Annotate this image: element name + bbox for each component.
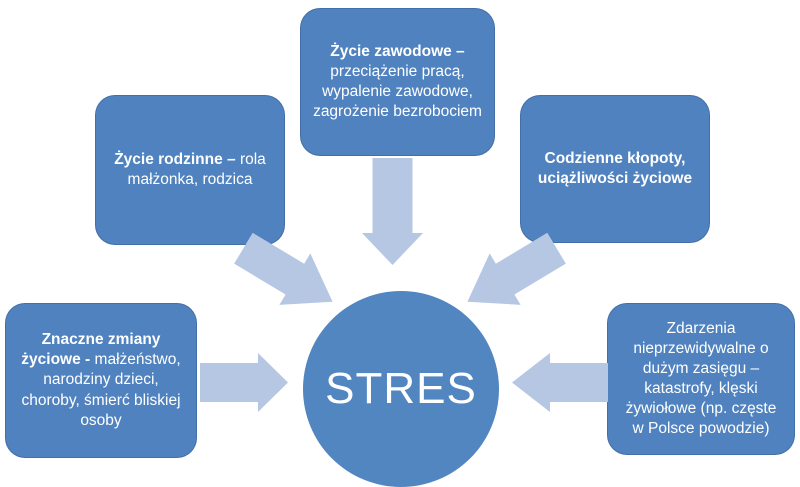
node-work-life-lead: Życie zawodowe – [330, 42, 465, 60]
arrow-changes-to-center-icon [200, 353, 288, 412]
node-daily-hassles-text: Codzienne kłopoty, uciążliwości życiowe [533, 149, 697, 189]
center-stress-circle: STRES [303, 291, 499, 487]
center-stress-label: STRES [325, 364, 477, 413]
node-unpredictable-events-rest: Zdarzenia nieprzewidywalne o dużym zasię… [625, 319, 777, 438]
node-work-life-rest: przeciążenie pracą, wypalenie zawodowe, … [313, 62, 482, 121]
arrow-unpredictable-to-center-icon [512, 353, 608, 412]
node-major-life-changes-rest: małżeństwo, narodziny dzieci, choroby, ś… [21, 351, 181, 429]
node-family-life-text: Życie rodzinne – rola małżonka, rodzica [108, 150, 272, 190]
node-daily-hassles-lead: Codzienne kłopoty, uciążliwości życiowe [537, 149, 693, 187]
node-work-life-text: Życie zawodowe – przeciążenie pracą, wyp… [313, 42, 482, 123]
arrow-work-to-center-icon [362, 158, 423, 265]
node-daily-hassles: Codzienne kłopoty, uciążliwości życiowe [520, 95, 710, 243]
node-major-life-changes: Znaczne zmiany życiowe - małżeństwo, nar… [5, 303, 197, 458]
node-major-life-changes-text: Znaczne zmiany życiowe - małżeństwo, nar… [18, 330, 184, 431]
node-family-life-rest: rola małżonka, rodzica [127, 150, 266, 188]
arrow-family-to-center-icon [232, 232, 344, 317]
node-family-life: Życie rodzinne – rola małżonka, rodzica [95, 95, 285, 245]
node-family-life-lead: Życie rodzinne – [114, 150, 236, 168]
node-work-life: Życie zawodowe – przeciążenie pracą, wyp… [300, 8, 495, 156]
arrow-daily-to-center-icon [456, 232, 568, 317]
node-major-life-changes-lead: Znaczne zmiany życiowe - [21, 331, 161, 369]
node-unpredictable-events: Zdarzenia nieprzewidywalne o dużym zasię… [607, 303, 795, 455]
node-unpredictable-events-text: Zdarzenia nieprzewidywalne o dużym zasię… [620, 319, 782, 440]
